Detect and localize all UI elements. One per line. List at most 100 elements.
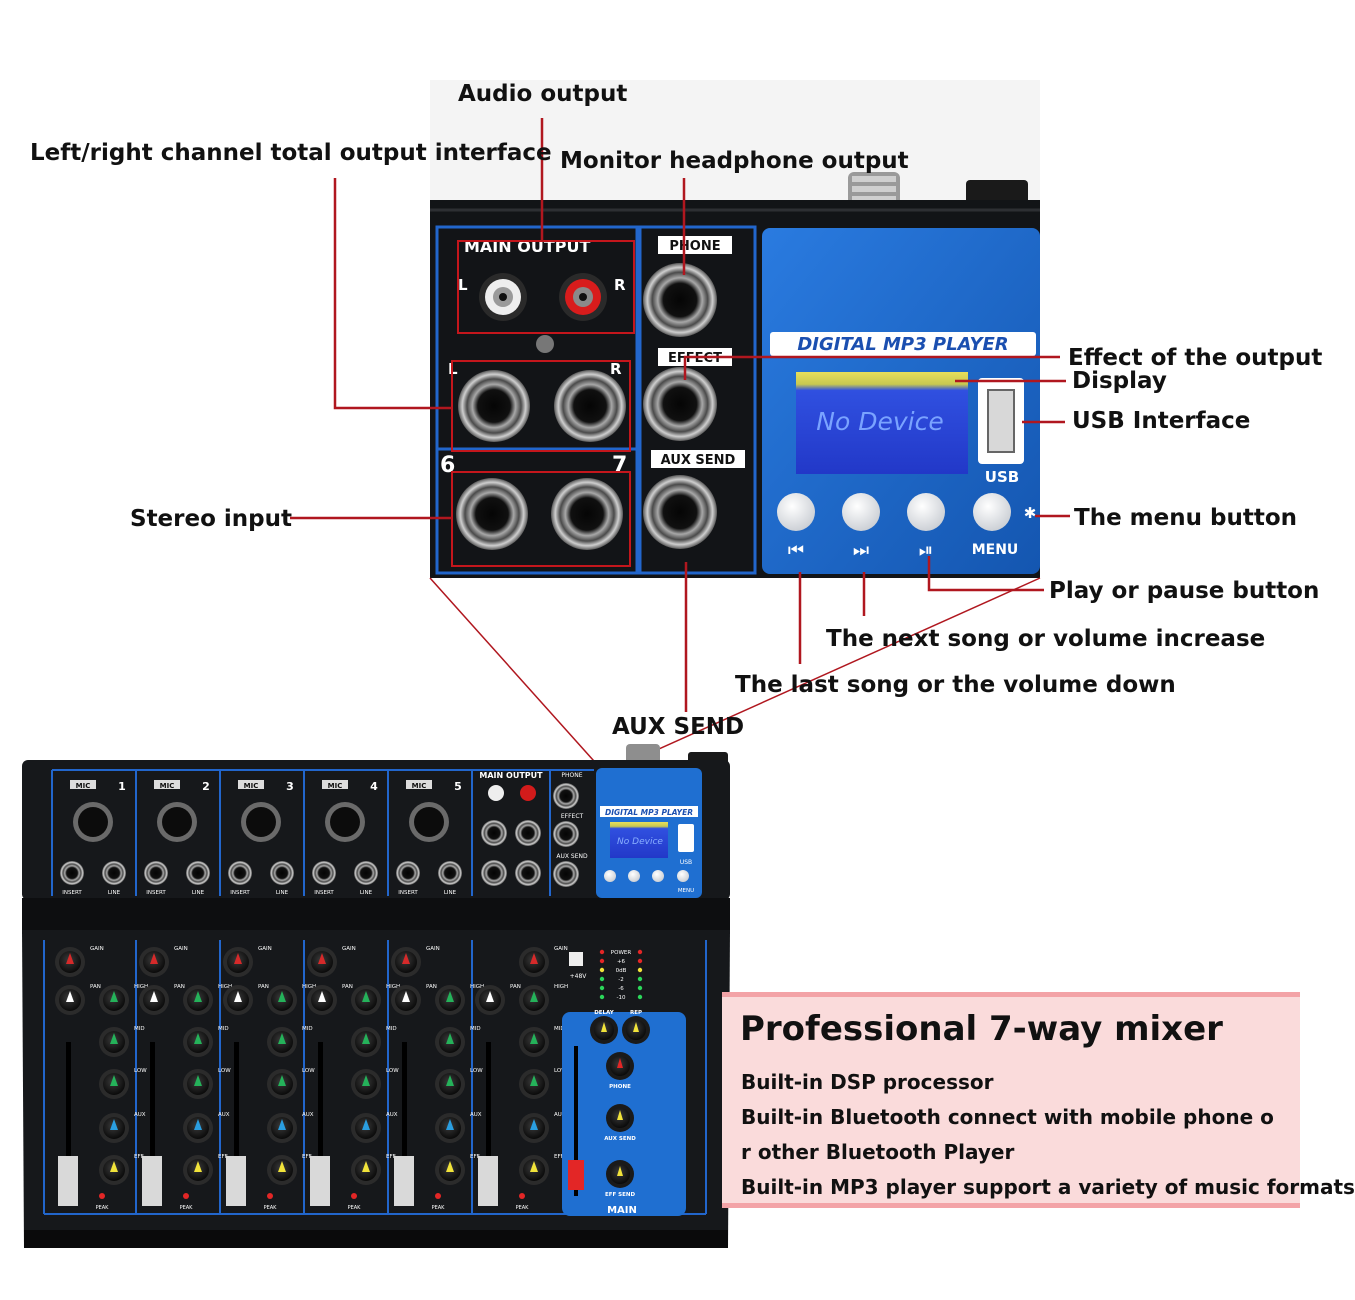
mixer-prev-button[interactable]: [604, 870, 616, 882]
knob-indicator: [110, 1033, 118, 1044]
phantom-switch[interactable]: [569, 952, 583, 966]
insert-jack[interactable]: [396, 861, 420, 885]
mixer-in7-jack[interactable]: [515, 860, 541, 886]
mixer-phone-jack[interactable]: [553, 783, 579, 809]
knob-label: MID: [386, 1026, 397, 1032]
meter-led: [637, 949, 643, 955]
mixer-usb-port[interactable]: [678, 824, 694, 852]
peak-led: [519, 1193, 525, 1199]
fader-cap[interactable]: [310, 1156, 330, 1206]
fader-cap[interactable]: [142, 1156, 162, 1206]
rca-left-jack[interactable]: [479, 273, 527, 321]
knob-label: PAN: [90, 984, 101, 990]
line-jack[interactable]: [186, 861, 210, 885]
effect-jack[interactable]: [643, 367, 717, 441]
rca-right-jack[interactable]: [559, 273, 607, 321]
insert-jack[interactable]: [312, 861, 336, 885]
mixer-rca-right[interactable]: [520, 785, 536, 801]
input-dividers: [51, 769, 594, 896]
prev-button[interactable]: [777, 493, 815, 531]
mixer-menu-label: MENU: [678, 888, 694, 894]
fader-cap[interactable]: [58, 1156, 78, 1206]
knob-label: HIGH: [218, 984, 232, 990]
knob-indicator: [110, 1075, 118, 1086]
line-jack[interactable]: [270, 861, 294, 885]
knob-indicator: [446, 991, 454, 1002]
main-out-right-jack[interactable]: [554, 370, 626, 442]
knob-label: HIGH: [302, 984, 316, 990]
knob-label: MID: [218, 1026, 229, 1032]
line-jack[interactable]: [438, 861, 462, 885]
fader-track: [234, 1042, 239, 1192]
stereo-in-7-jack[interactable]: [551, 478, 623, 550]
lcd-display: [796, 372, 968, 474]
knob-indicator: [402, 991, 410, 1002]
highlight-main-output: [457, 240, 635, 334]
mixer-effect-jack[interactable]: [553, 821, 579, 847]
knob-label: PAN: [342, 984, 353, 990]
mixer-in6-jack[interactable]: [481, 860, 507, 886]
insert-jack[interactable]: [60, 861, 84, 885]
mixer-out-right-jack[interactable]: [515, 820, 541, 846]
insert-jack[interactable]: [228, 861, 252, 885]
mixer-lcd-text: No Device: [617, 837, 663, 847]
mic-label-bg: [154, 780, 180, 789]
knob-indicator: [194, 1161, 202, 1172]
mixer-aux-label: AUX SEND: [556, 853, 588, 860]
callout-aux-send: AUX SEND: [612, 714, 745, 740]
main-label: MAIN: [607, 1205, 637, 1216]
channel-number: 4: [370, 780, 378, 793]
insert-jack[interactable]: [144, 861, 168, 885]
closeup-components: MAIN OUTPUT L R L R 6 7 PHONE EFFECT AUX…: [290, 118, 1070, 771]
peak-label: PEAK: [96, 1205, 110, 1211]
knob-label: PAN: [258, 984, 269, 990]
knob-label: HIGH: [470, 984, 484, 990]
knob-label: PAN: [510, 984, 521, 990]
next-button[interactable]: [842, 493, 880, 531]
menu-button[interactable]: [973, 493, 1011, 531]
fader-cap[interactable]: [226, 1156, 246, 1206]
lcd-text: No Device: [816, 407, 943, 436]
knob-label: EFF: [386, 1154, 396, 1160]
knob-label: MID: [554, 1026, 565, 1032]
knob-label: PAN: [426, 984, 437, 990]
usb-port[interactable]: [978, 378, 1024, 464]
mic-label: MIC: [160, 782, 175, 790]
highlight-lr-output: [451, 360, 631, 452]
knob-label: AUX: [134, 1112, 146, 1118]
mixer-menu-button[interactable]: [677, 870, 689, 882]
mixer-next-button[interactable]: [628, 870, 640, 882]
knob-indicator: [278, 991, 286, 1002]
knob-indicator: [530, 1075, 538, 1086]
mixer-play-button[interactable]: [652, 870, 664, 882]
mixer-aux-jack[interactable]: [553, 861, 579, 887]
knob-indicator: [278, 1161, 286, 1172]
play-pause-button[interactable]: [907, 493, 945, 531]
callout-monitor-headphone: Monitor headphone output: [560, 148, 909, 174]
knob-label: GAIN: [174, 946, 188, 952]
peak-led: [435, 1193, 441, 1199]
knob-indicator: [110, 991, 118, 1002]
meter-led: [599, 976, 605, 982]
mixer-out-left-jack[interactable]: [481, 820, 507, 846]
stereo-in-6-jack[interactable]: [456, 478, 528, 550]
knob-label: LOW: [470, 1068, 483, 1074]
channel-number: 1: [118, 780, 126, 793]
fader-cap[interactable]: [478, 1156, 498, 1206]
master-knob-indicator: [617, 1058, 623, 1068]
knob-label: AUX: [302, 1112, 314, 1118]
knob-label: LOW: [218, 1068, 231, 1074]
knob-indicator: [530, 1161, 538, 1172]
mixer-rca-left[interactable]: [488, 785, 504, 801]
main-out-left-jack[interactable]: [458, 370, 530, 442]
line-jack[interactable]: [102, 861, 126, 885]
master-knob-label: EFF SEND: [605, 1192, 636, 1198]
line-jack[interactable]: [354, 861, 378, 885]
aux-send-jack[interactable]: [643, 475, 717, 549]
screw-icon: [536, 335, 554, 353]
master-knob-label: PHONE: [609, 1084, 631, 1090]
fader-cap[interactable]: [394, 1156, 414, 1206]
peak-led: [351, 1193, 357, 1199]
phone-jack[interactable]: [643, 263, 717, 337]
main-fader[interactable]: [568, 1160, 584, 1190]
